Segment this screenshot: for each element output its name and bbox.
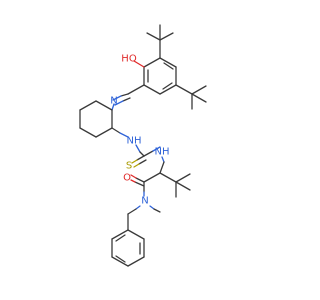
n-substituents	[127, 205, 161, 231]
imine-linker	[111, 84, 145, 111]
hydroxyl-bond	[133, 60, 145, 68]
amine-nh-lower-label: NH	[155, 147, 170, 158]
atom-label-hydroxyl: HO	[121, 54, 137, 65]
atom-label-sulfur: S	[126, 161, 132, 172]
imine-nitrogen-label: N	[110, 96, 117, 107]
atom-label-imine-n: N	[110, 96, 117, 107]
atom-label-nh-lower: NH	[155, 147, 170, 158]
atom-label-amide-n: N	[141, 196, 148, 207]
benzene-ring	[111, 229, 145, 267]
cyclohexane-ring	[79, 100, 113, 138]
amide-nitrogen-label: N	[141, 196, 148, 207]
carbonyl-oxygen-label: O	[123, 173, 131, 184]
tert-butyl-top	[146, 24, 174, 59]
atom-label-nh-upper: NH	[127, 136, 142, 147]
tert-butyl-lower	[159, 172, 191, 198]
hydroxyl-label: HO	[121, 54, 137, 65]
molecule-structure-diagram: HO N NH NH S O N	[79, 24, 207, 267]
thiourea-core	[111, 127, 161, 168]
amine-nh-upper-label: NH	[127, 136, 142, 147]
amide-backbone	[130, 156, 165, 197]
phenol-ring	[143, 57, 177, 95]
sulfur-label: S	[126, 161, 132, 172]
atom-label-carbonyl-o: O	[123, 173, 131, 184]
tert-butyl-right	[175, 84, 207, 110]
